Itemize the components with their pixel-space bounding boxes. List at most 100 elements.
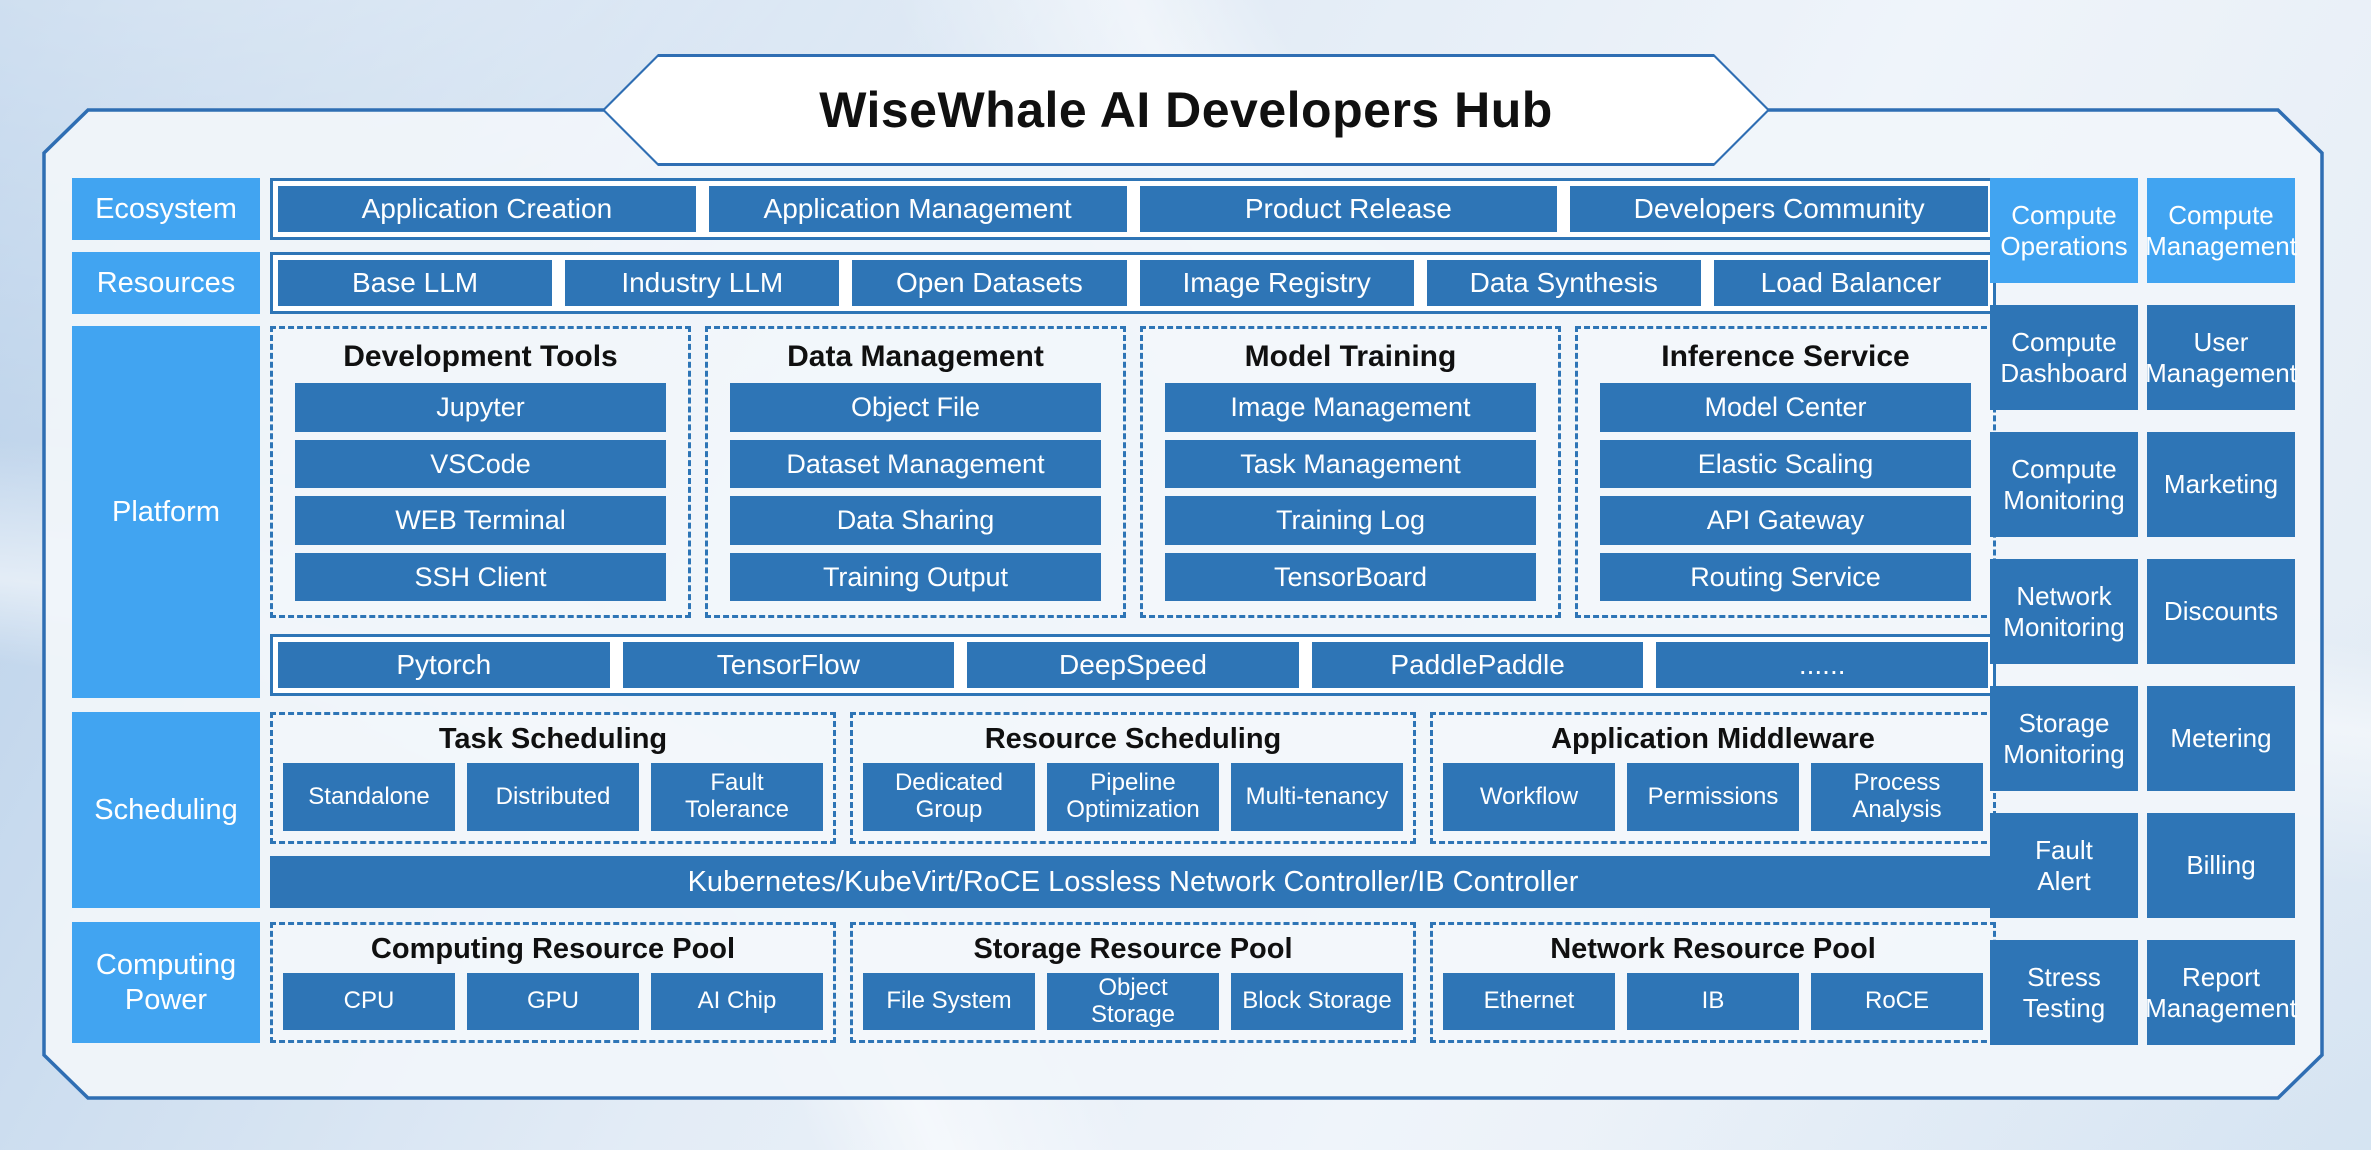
group-item: Process Analysis <box>1811 763 1983 831</box>
framework-item: PaddlePaddle <box>1311 642 1644 688</box>
side-item: Report Management <box>2145 940 2297 1045</box>
group-item: Training Output <box>730 552 1101 601</box>
group-item: Multi-tenancy <box>1231 763 1403 831</box>
side-column-header-compute-management: Compute Management <box>2145 178 2297 283</box>
group-item: Workflow <box>1443 763 1615 831</box>
kubernetes-controller-bar: Kubernetes/KubeVirt/RoCE Lossless Networ… <box>270 856 1996 908</box>
framework-item: DeepSpeed <box>967 642 1299 688</box>
ecosystem-item: Application Management <box>708 186 1127 232</box>
group-item: Elastic Scaling <box>1600 439 1971 488</box>
group-item: TensorBoard <box>1165 552 1536 601</box>
diagram-title-banner: WiseWhale AI Developers Hub <box>602 54 1770 166</box>
side-item: Fault Alert <box>1990 813 2138 918</box>
group-items: Jupyter VSCode WEB Terminal SSH Client <box>273 383 688 615</box>
side-item: Metering <box>2147 686 2295 791</box>
group-item: VSCode <box>295 439 666 488</box>
group-items: Object File Dataset Management Data Shar… <box>708 383 1123 615</box>
platform-groups-row: Development Tools Jupyter VSCode WEB Ter… <box>270 326 1996 618</box>
group-title: Application Middleware <box>1551 723 1875 755</box>
group-item: IB <box>1627 973 1799 1030</box>
group-item: File System <box>863 973 1035 1030</box>
resources-items-bar: Base LLM Industry LLM Open Datasets Imag… <box>270 252 1996 314</box>
group-item: WEB Terminal <box>295 496 666 545</box>
scheduling-group-application-middleware: Application Middleware Workflow Permissi… <box>1430 712 1996 844</box>
group-item: Training Log <box>1165 496 1536 545</box>
group-item: Fault Tolerance <box>651 763 823 831</box>
layer-label-ecosystem: Ecosystem <box>72 178 260 240</box>
resources-item: Open Datasets <box>852 260 1127 306</box>
group-item: GPU <box>467 973 639 1030</box>
framework-item: Pytorch <box>278 642 610 688</box>
resources-item: Load Balancer <box>1713 260 1989 306</box>
resources-item: Base LLM <box>278 260 553 306</box>
ecosystem-item: Product Release <box>1139 186 1558 232</box>
group-item: Jupyter <box>295 383 666 432</box>
computing-group-computing-resource-pool: Computing Resource Pool CPU GPU AI Chip <box>270 922 836 1043</box>
group-item: Standalone <box>283 763 455 831</box>
side-columns: Compute Operations Compute Management Co… <box>1990 178 2297 1045</box>
side-item: Stress Testing <box>1990 940 2138 1045</box>
group-item: Image Management <box>1165 383 1536 432</box>
group-items: Dedicated Group Pipeline Optimization Mu… <box>853 763 1413 841</box>
group-items: File System Object Storage Block Storage <box>853 973 1413 1040</box>
group-items: Standalone Distributed Fault Tolerance <box>273 763 833 841</box>
side-item: Network Monitoring <box>1990 559 2138 664</box>
resources-item: Industry LLM <box>565 260 840 306</box>
layer-label-resources: Resources <box>72 252 260 314</box>
frameworks-bar: Pytorch TensorFlow DeepSpeed PaddlePaddl… <box>270 634 1996 696</box>
diagram-title-banner-fill: WiseWhale AI Developers Hub <box>605 57 1767 163</box>
resources-item: Image Registry <box>1139 260 1414 306</box>
group-item: Data Sharing <box>730 496 1101 545</box>
side-item: Marketing <box>2147 432 2295 537</box>
side-item: Storage Monitoring <box>1990 686 2138 791</box>
group-title: Data Management <box>787 340 1044 373</box>
scheduling-groups-row: Task Scheduling Standalone Distributed F… <box>270 712 1996 844</box>
group-item: Permissions <box>1627 763 1799 831</box>
resources-item: Data Synthesis <box>1426 260 1701 306</box>
group-items: Ethernet IB RoCE <box>1433 973 1993 1040</box>
group-title: Inference Service <box>1661 340 1910 373</box>
scheduling-group-task-scheduling: Task Scheduling Standalone Distributed F… <box>270 712 836 844</box>
ecosystem-item: Developers Community <box>1570 186 1988 232</box>
group-item: Routing Service <box>1600 552 1971 601</box>
group-item: Dedicated Group <box>863 763 1035 831</box>
ecosystem-items-bar: Application Creation Application Managem… <box>270 178 1996 240</box>
group-title: Computing Resource Pool <box>370 933 736 965</box>
group-title: Task Scheduling <box>438 723 668 755</box>
group-item: Object Storage <box>1047 973 1219 1030</box>
group-item: API Gateway <box>1600 496 1971 545</box>
platform-group-inference-service: Inference Service Model Center Elastic S… <box>1575 326 1996 618</box>
group-item: SSH Client <box>295 552 666 601</box>
framework-item: TensorFlow <box>622 642 955 688</box>
group-items: Model Center Elastic Scaling API Gateway… <box>1578 383 1993 615</box>
group-title: Model Training <box>1244 340 1457 373</box>
side-column-header-compute-operations: Compute Operations <box>1990 178 2138 283</box>
scheduling-group-resource-scheduling: Resource Scheduling Dedicated Group Pipe… <box>850 712 1416 844</box>
group-item: Task Management <box>1165 439 1536 488</box>
side-item: Discounts <box>2147 559 2295 664</box>
group-item: Model Center <box>1600 383 1971 432</box>
side-item: Compute Dashboard <box>1990 305 2138 410</box>
side-item: Compute Monitoring <box>1990 432 2138 537</box>
group-item: Block Storage <box>1231 973 1403 1030</box>
platform-group-data-management: Data Management Object File Dataset Mana… <box>705 326 1126 618</box>
group-title: Development Tools <box>343 340 618 373</box>
computing-group-network-resource-pool: Network Resource Pool Ethernet IB RoCE <box>1430 922 1996 1043</box>
computing-power-groups-row: Computing Resource Pool CPU GPU AI Chip … <box>270 922 1996 1043</box>
layer-label-scheduling: Scheduling <box>72 712 260 908</box>
side-item: User Management <box>2145 305 2297 410</box>
group-item: AI Chip <box>651 973 823 1030</box>
group-item: Pipeline Optimization <box>1047 763 1219 831</box>
computing-group-storage-resource-pool: Storage Resource Pool File System Object… <box>850 922 1416 1043</box>
group-item: CPU <box>283 973 455 1030</box>
group-item: Distributed <box>467 763 639 831</box>
group-item: Object File <box>730 383 1101 432</box>
group-items: Workflow Permissions Process Analysis <box>1433 763 1993 841</box>
layer-label-platform: Platform <box>72 326 260 698</box>
group-title: Resource Scheduling <box>984 723 1282 755</box>
group-items: Image Management Task Management Trainin… <box>1143 383 1558 615</box>
group-title: Network Resource Pool <box>1550 933 1876 965</box>
group-item: Dataset Management <box>730 439 1101 488</box>
group-item: Ethernet <box>1443 973 1615 1030</box>
